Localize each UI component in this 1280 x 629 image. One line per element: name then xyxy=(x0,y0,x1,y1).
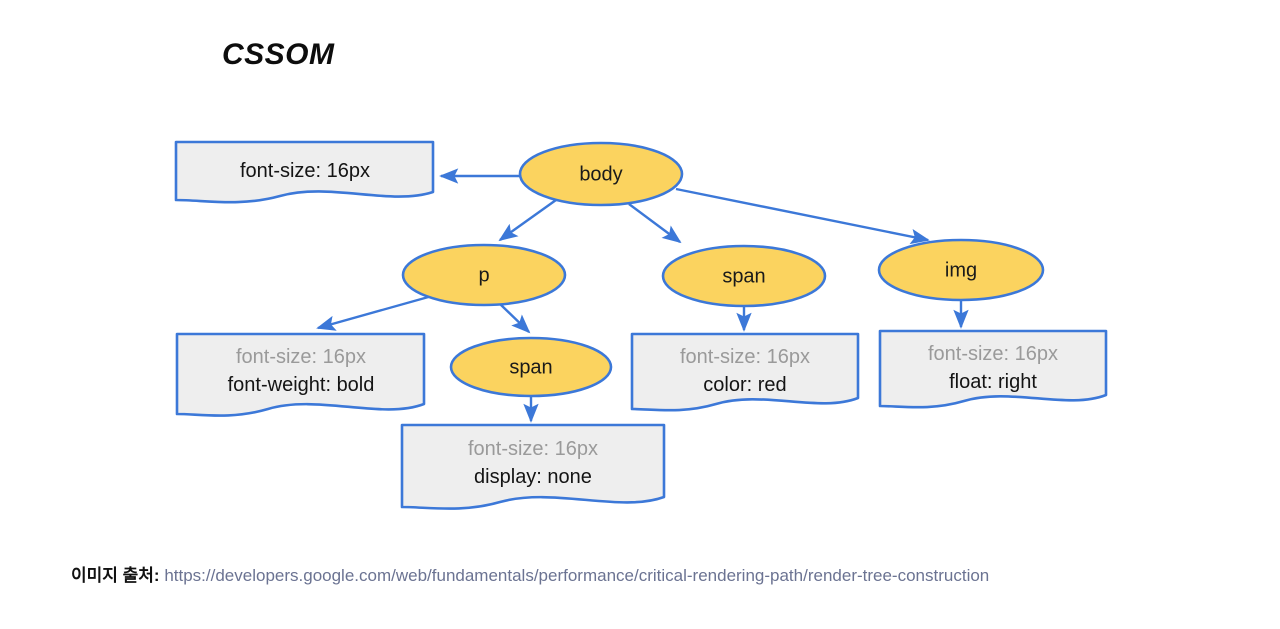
note-shape-span-nested xyxy=(400,423,666,510)
edge-body-to-img xyxy=(675,187,930,245)
note-shape-p xyxy=(175,332,426,417)
node-p[interactable] xyxy=(401,243,567,307)
node-img[interactable] xyxy=(877,238,1045,302)
caption-url[interactable]: https://developers.google.com/web/fundam… xyxy=(164,566,990,585)
caption: 이미지 출처: https://developers.google.com/we… xyxy=(71,561,989,586)
node-span-nested[interactable] xyxy=(449,336,613,398)
edge-body-to-span xyxy=(628,203,682,244)
page-title: CSSOM xyxy=(222,38,335,71)
note-shapes xyxy=(174,140,1108,510)
edge-group xyxy=(316,168,969,423)
node-body[interactable] xyxy=(518,141,684,207)
note-shape-body xyxy=(174,140,435,204)
node-span[interactable] xyxy=(661,244,827,308)
edge-body-to-p xyxy=(498,199,557,242)
node-shapes xyxy=(401,141,1045,398)
note-shape-img xyxy=(878,329,1108,409)
note-shape-span xyxy=(630,332,860,412)
edge-p-to-span xyxy=(499,303,531,334)
caption-label: 이미지 출처: xyxy=(71,566,160,585)
edge-p-to-note xyxy=(316,294,433,331)
